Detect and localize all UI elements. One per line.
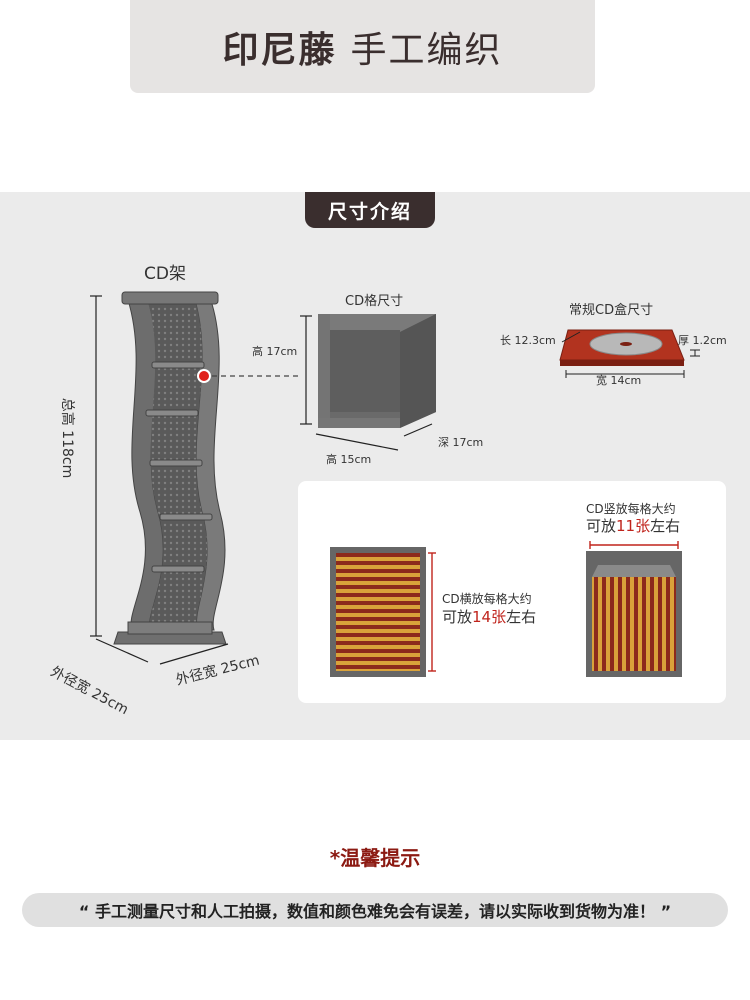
cell-width: 高 15cm bbox=[326, 453, 372, 466]
section-tab: 尺寸介绍 bbox=[305, 192, 435, 228]
horizontal-stack-illustration bbox=[330, 547, 436, 677]
cd-shelf-illustration bbox=[90, 291, 300, 665]
header-title-light: 手工编织 bbox=[350, 29, 503, 71]
shelf-label: CD架 bbox=[144, 264, 186, 284]
cd-case-illustration bbox=[559, 329, 700, 378]
cd-box-label: 常规CD盒尺寸 bbox=[569, 303, 654, 318]
header-banner: 印尼藤 手工编织 bbox=[130, 0, 595, 93]
header-title-bold: 印尼藤 bbox=[222, 29, 337, 71]
shelf-total-height: 总高 118cm bbox=[59, 397, 75, 479]
capacity-illustration bbox=[330, 541, 682, 677]
vertical-caption: CD竖放每格大约 bbox=[586, 502, 676, 516]
cell-label: CD格尺寸 bbox=[345, 294, 404, 309]
horizontal-count: 14张 bbox=[472, 608, 507, 626]
horizontal-capacity: 可放14张左右 bbox=[442, 606, 536, 627]
vertical-capacity: 可放11张左右 bbox=[586, 515, 680, 536]
vertical-suffix: 左右 bbox=[650, 517, 681, 535]
horizontal-prefix: 可放 bbox=[442, 608, 473, 626]
vertical-prefix: 可放 bbox=[586, 517, 617, 535]
tips-text: “ 手工测量尺寸和人工拍摄，数值和颜色难免会有误差，请以实际收到货物为准！ ” bbox=[22, 893, 728, 927]
tips-title: *温馨提示 bbox=[329, 846, 421, 870]
cd-box-thickness: 厚 1.2cm bbox=[678, 334, 727, 347]
horizontal-caption: CD横放每格大约 bbox=[442, 592, 532, 606]
vertical-count: 11张 bbox=[616, 517, 651, 535]
cd-cell-illustration bbox=[300, 314, 436, 451]
cell-depth: 深 17cm bbox=[438, 436, 484, 449]
cell-height: 高 17cm bbox=[252, 345, 298, 358]
cd-box-width: 宽 14cm bbox=[596, 374, 642, 387]
horizontal-suffix: 左右 bbox=[506, 608, 537, 626]
cd-box-length: 长 12.3cm bbox=[500, 334, 556, 347]
size-illustration bbox=[90, 291, 700, 665]
vertical-stack-illustration bbox=[586, 541, 682, 677]
